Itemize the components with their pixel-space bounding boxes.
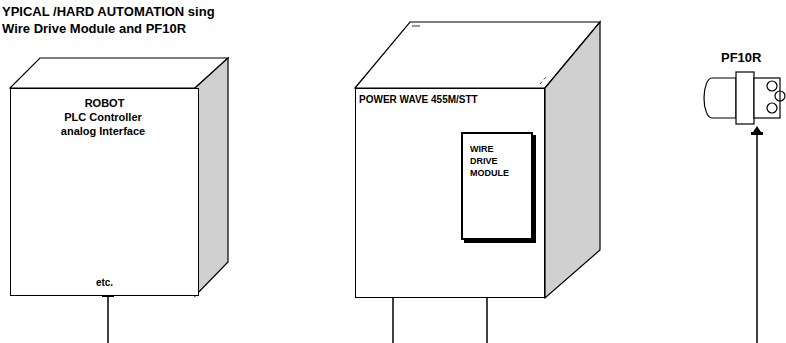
box-text: PLC Controller analog Interface xyxy=(53,111,153,139)
module-label: WIRE DRIVE MODULE xyxy=(470,143,509,179)
hatch-line xyxy=(540,77,546,84)
cabinet-side xyxy=(195,58,228,296)
cabinet-top xyxy=(10,58,228,88)
hatch-line xyxy=(412,26,420,27)
cable-line xyxy=(756,135,758,343)
drive-roll xyxy=(775,91,785,101)
hatch-line xyxy=(358,77,364,84)
feeder-motor xyxy=(704,78,736,118)
diagram-title: YPICAL /HARD AUTOMATION sing Wire Drive … xyxy=(2,3,242,37)
wire-drive-module: WIRE DRIVE MODULE xyxy=(461,132,533,240)
drive-roll xyxy=(767,103,777,113)
box-note: etc. xyxy=(11,277,198,290)
cable-line xyxy=(392,298,394,343)
drive-roll xyxy=(767,81,777,91)
controller-box: ROBOTPLC Controller analog Interface etc. xyxy=(10,88,199,296)
connector-symbol xyxy=(753,126,761,132)
power-source-box: POWER WAVE 455M/STT WIRE DRIVE MODULE xyxy=(355,88,545,298)
cabinet-side xyxy=(545,22,600,298)
box-heading: POWER WAVE 455M/STT xyxy=(359,94,478,107)
part-label: PF10R xyxy=(721,50,761,65)
cable-line xyxy=(107,297,109,343)
feeder-drive xyxy=(754,78,780,118)
connector-symbol xyxy=(751,132,763,135)
box-heading: ROBOT xyxy=(11,97,198,111)
feeder-housing xyxy=(736,72,754,124)
